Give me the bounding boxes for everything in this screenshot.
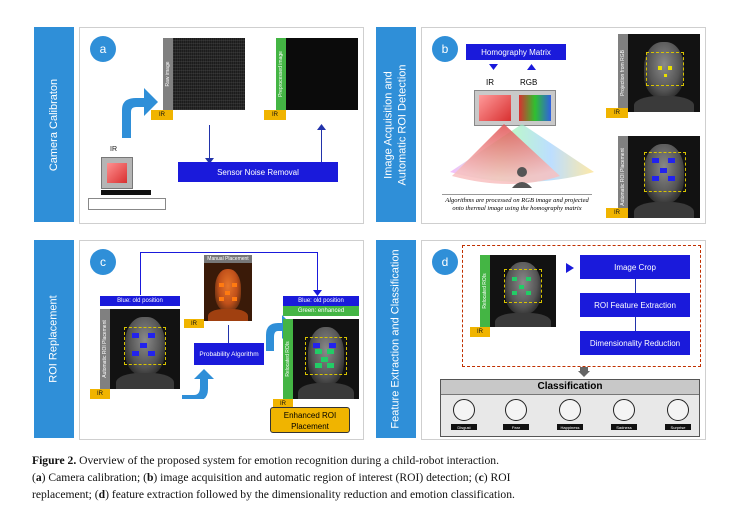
rgb-label: RGB <box>520 78 538 87</box>
curved-arrow-icon <box>122 88 158 138</box>
old-position-connector-top <box>140 252 317 253</box>
auto-roi-label: Automatic ROI Placement <box>618 136 628 218</box>
auto-roi-image <box>628 136 700 218</box>
green-enhanced-label: Green: enhanced <box>283 306 359 316</box>
blue-old-position-label-left: Blue: old position <box>100 296 180 306</box>
curved-arrow-left-icon <box>182 369 214 399</box>
camera-stand <box>101 190 151 195</box>
sensor-noise-removal-box: Sensor Noise Removal <box>178 162 338 182</box>
raw-image-ir-tag: IR <box>151 110 173 120</box>
figure-caption: Figure 2. Overview of the proposed syste… <box>32 452 732 503</box>
rgb-arrow-icon <box>527 64 536 70</box>
auto-roi-ir-tag-c: IR <box>90 389 110 399</box>
panel-c-side-title: ROI Replacement <box>34 240 74 438</box>
panel-b: b Homography Matrix IR RGB Algorithms ar… <box>421 27 706 224</box>
blue-old-position-label-right: Blue: old position <box>283 296 359 306</box>
auto-roi-ir-tag: IR <box>606 208 628 218</box>
relocated-ir-tag-c: IR <box>273 399 293 408</box>
panel-d-side-title: Feature Extraction and Classification <box>376 240 416 438</box>
manual-connector <box>228 325 229 343</box>
connector-arrow-icon <box>313 290 322 296</box>
dual-camera <box>474 90 556 126</box>
classification-title: Classification <box>441 380 699 395</box>
ir-device-label: IR <box>110 146 117 153</box>
manual-placement-label: Manual Placement <box>204 255 252 263</box>
connector-pre <box>321 125 322 162</box>
panel-a-side-title: Camera Calibraton <box>34 27 74 222</box>
relocated-label-c: Relocated ROIs <box>283 319 293 399</box>
panel-d-badge: d <box>432 249 458 275</box>
down-arrow-icon <box>205 158 214 164</box>
old-position-connector <box>140 252 141 295</box>
homography-matrix-box: Homography Matrix <box>466 44 566 60</box>
preprocessed-ir-tag: IR <box>264 110 286 120</box>
sadness-face-icon <box>613 399 635 421</box>
projection-label: Projection from RGB <box>618 34 628 112</box>
raw-image-label: Raw image <box>163 38 173 110</box>
relocated-image-c <box>293 319 359 399</box>
relocated-image-d <box>490 255 556 327</box>
relocated-ir-tag-d: IR <box>470 327 490 337</box>
panel-a-badge: a <box>90 36 116 62</box>
panel-c-badge: c <box>90 249 116 275</box>
probability-algorithm-box: Probability Algorithm <box>194 343 264 365</box>
disgust-face-icon <box>453 399 475 421</box>
panel-d: d Relocated ROIs IR Image Crop ROI Featu… <box>421 240 706 440</box>
sadness-label: Sadness <box>611 424 637 430</box>
surprise-label: Surprise <box>665 424 691 430</box>
fear-label: Fear <box>503 424 529 430</box>
projection-image <box>628 34 700 112</box>
old-position-connector-right <box>317 252 318 295</box>
manual-ir-tag: IR <box>184 319 204 328</box>
dimensionality-reduction-box: Dimensionality Reduction <box>580 331 690 355</box>
preprocessed-image <box>286 38 358 110</box>
caption-line-1: Figure 2. Overview of the proposed syste… <box>32 454 499 467</box>
projection-ir-tag: IR <box>606 108 628 118</box>
caption-line-3: replacement; (d) feature extraction foll… <box>32 488 515 501</box>
panel-a: a Raw image IR Preprocessed image IR IR … <box>79 27 364 224</box>
step-connector-2 <box>635 317 636 331</box>
preprocessed-image-label: Preprocessed image <box>276 38 286 110</box>
ir-arrow-icon <box>489 64 498 70</box>
panel-b-badge: b <box>432 36 458 62</box>
relocated-label-d: Relocated ROIs <box>480 255 490 327</box>
image-crop-box: Image Crop <box>580 255 690 279</box>
happiness-face-icon <box>559 399 581 421</box>
connector-raw <box>209 125 210 162</box>
fear-face-icon <box>505 399 527 421</box>
step-connector-1 <box>635 279 636 293</box>
ir-label: IR <box>486 78 494 87</box>
pipeline-dashed-border <box>462 245 701 367</box>
camera-base <box>88 198 166 210</box>
auto-roi-image-c <box>110 309 180 389</box>
surprise-face-icon <box>667 399 689 421</box>
manual-placement-image <box>204 263 252 321</box>
happiness-label: Happiness <box>557 424 583 430</box>
field-of-view <box>450 124 594 188</box>
classification-arrow-icon <box>578 367 590 377</box>
classification-box: Classification Disgust Fear Happiness Sa… <box>440 379 700 437</box>
panel-c: c Blue: old position Automatic ROI Place… <box>79 240 364 440</box>
algorithm-note: Algorithms are processed on RGB image an… <box>442 194 592 213</box>
raw-image <box>173 38 245 110</box>
up-arrow-icon <box>317 124 326 130</box>
pipeline-arrow-icon <box>566 263 574 273</box>
ir-camera-icon <box>101 157 133 189</box>
auto-roi-label-c: Automatic ROI Placement <box>100 309 110 389</box>
roi-feature-extraction-box: ROI Feature Extraction <box>580 293 690 317</box>
caption-line-2: (a) Camera calibration; (b) image acquis… <box>32 471 511 484</box>
disgust-label: Disgust <box>451 424 477 430</box>
